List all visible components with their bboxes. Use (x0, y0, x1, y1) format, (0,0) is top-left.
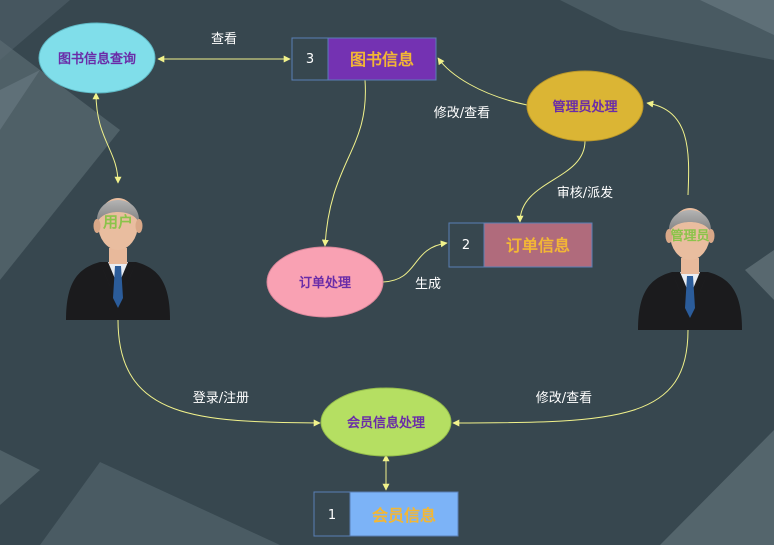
process-admin[interactable]: 管理员处理 (526, 70, 644, 142)
process-book-query[interactable]: 图书信息查询 (38, 22, 156, 94)
store-books-name: 图书信息 (350, 50, 414, 69)
flow-label-login-register: 登录/注册 (193, 391, 249, 406)
store-books-number: 3 (306, 52, 314, 67)
flow-admin-to-orders (516, 140, 586, 223)
flow-admin-actor-to-admin-process (646, 100, 690, 196)
flow-books-to-order-process (321, 79, 366, 247)
flow-admin-to-books (437, 57, 528, 106)
flow-query-to-user (92, 92, 122, 184)
process-member[interactable]: 会员信息处理 (320, 387, 452, 457)
bg-shape (700, 0, 774, 35)
bg-shape (745, 250, 774, 300)
actor-admin-label: 管理员 (670, 228, 709, 244)
process-admin-label: 管理员处理 (552, 99, 617, 115)
flow-label-generate: 生成 (415, 277, 441, 292)
bg-shape (0, 40, 120, 280)
bg-shape (0, 70, 40, 130)
store-members-name: 会员信息 (372, 506, 436, 525)
actor-user[interactable]: 用户 (66, 198, 170, 320)
process-book-query-label: 图书信息查询 (58, 51, 136, 67)
businessman-icon (66, 198, 170, 320)
actor-admin[interactable]: 管理员 (638, 208, 742, 330)
businessman-icon (638, 208, 742, 330)
bg-shape (660, 430, 774, 545)
bg-shape (0, 450, 40, 505)
store-orders-number: 2 (462, 238, 470, 253)
flow-label-admin-modify-view-members: 修改/查看 (536, 390, 592, 406)
actor-user-label: 用户 (103, 213, 133, 231)
store-orders[interactable]: 2 订单信息 (448, 222, 593, 268)
flow-label-review-dispatch: 审核/派发 (557, 185, 613, 201)
bg-shape (40, 462, 280, 545)
bg-shape (560, 0, 774, 60)
flow-label-admin-modify-view-books: 修改/查看 (434, 105, 490, 121)
store-members-number: 1 (328, 508, 336, 523)
store-orders-name: 订单信息 (506, 236, 570, 255)
process-member-label: 会员信息处理 (347, 415, 425, 431)
flow-admin-actor-to-member-process (452, 329, 689, 427)
bg-shape (0, 0, 70, 60)
process-order[interactable]: 订单处理 (266, 246, 384, 318)
store-books[interactable]: 3 图书信息 (291, 37, 437, 81)
store-members[interactable]: 1 会员信息 (313, 491, 459, 537)
process-order-label: 订单处理 (299, 275, 351, 291)
flow-user-to-member-process (117, 319, 321, 427)
flow-label-query-view: 查看 (211, 31, 237, 47)
flow-order-process-to-orders (382, 240, 448, 283)
